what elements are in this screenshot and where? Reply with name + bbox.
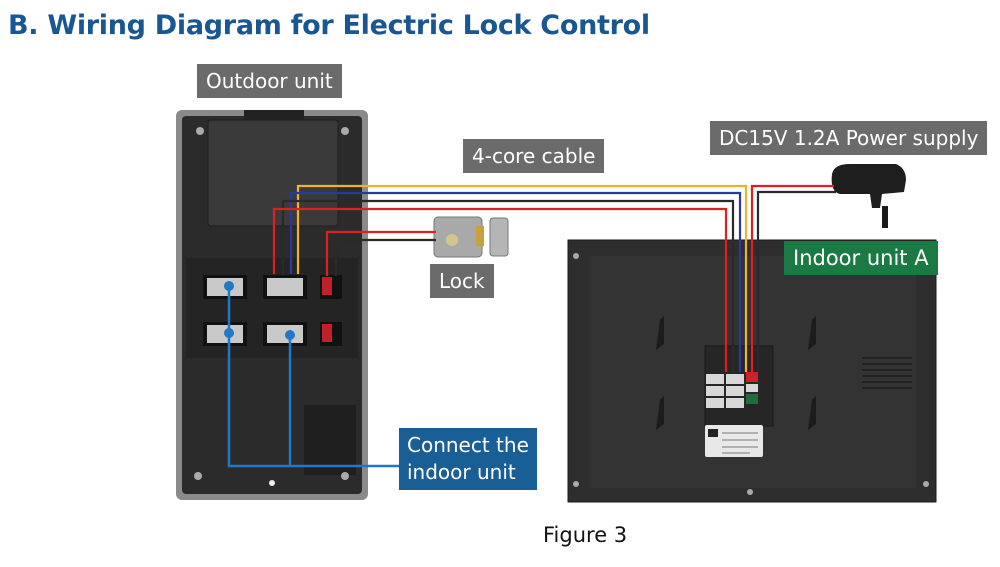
power-adapter — [831, 164, 906, 228]
connection-dots — [224, 281, 295, 340]
outdoor-unit — [176, 110, 368, 500]
power-connector — [746, 372, 758, 382]
lock-body — [433, 216, 483, 258]
power-supply-label: DC15V 1.2A Power supply — [710, 121, 988, 155]
lock-cylinder — [446, 234, 458, 246]
connector — [746, 384, 758, 392]
terminal-block-2 — [263, 275, 307, 299]
connect-indoor-label: Connect the indoor unit — [399, 428, 537, 490]
brand-logo — [708, 429, 718, 437]
wire-lock-red — [325, 230, 436, 276]
mount-slot — [656, 316, 664, 350]
connection-dot — [285, 330, 295, 340]
screw-icon — [573, 253, 579, 259]
screw-icon — [341, 127, 349, 135]
screw-icon — [923, 481, 929, 487]
terminal-block-3 — [320, 275, 342, 299]
mount-slot — [656, 396, 664, 430]
wire-red — [272, 207, 728, 372]
speaker-grille — [862, 357, 912, 389]
cable-label: 4-core cable — [463, 139, 605, 173]
connector — [706, 386, 724, 396]
screw-icon — [747, 489, 753, 495]
lock-strike — [489, 217, 509, 257]
green-connector — [746, 394, 758, 404]
screw-icon — [196, 127, 204, 135]
connector — [726, 374, 744, 384]
connector — [706, 398, 724, 408]
power-wires — [750, 184, 836, 372]
connector — [706, 374, 724, 384]
wire-black — [281, 199, 735, 372]
lock-latch — [476, 226, 484, 246]
connect-indoor-wires — [227, 286, 400, 468]
outdoor-unit-vent — [244, 110, 304, 120]
adapter-body — [831, 164, 906, 208]
connection-dot — [224, 328, 234, 338]
outdoor-unit-label-area — [304, 405, 356, 475]
mount-slot — [808, 396, 816, 430]
terminal-block-5 — [263, 322, 307, 346]
wire-power-red — [750, 184, 834, 372]
connector — [726, 398, 744, 408]
wire-yellow — [296, 184, 748, 372]
outdoor-unit-label: Outdoor unit — [197, 64, 342, 98]
terminal-block-6 — [320, 322, 342, 346]
screw-icon — [269, 480, 275, 486]
connector — [726, 386, 744, 396]
screw-icon — [573, 481, 579, 487]
lock-label: Lock — [430, 264, 494, 298]
figure-caption: Figure 3 — [543, 523, 628, 547]
four-core-cable — [272, 184, 748, 372]
adapter-plug — [882, 206, 888, 228]
electric-lock — [433, 216, 509, 258]
diagram-title: B. Wiring Diagram for Electric Lock Cont… — [8, 10, 650, 41]
wire-blue — [289, 191, 742, 372]
screw-icon — [341, 472, 349, 480]
lock-wires — [325, 230, 436, 276]
mount-slot — [808, 316, 816, 350]
wire-power-black — [756, 190, 836, 372]
screw-icon — [194, 472, 202, 480]
connection-dot — [224, 281, 234, 291]
wire-lock-black — [334, 238, 436, 276]
wire-connect-1 — [227, 286, 400, 468]
indoor-unit-label: Indoor unit A — [784, 241, 938, 275]
